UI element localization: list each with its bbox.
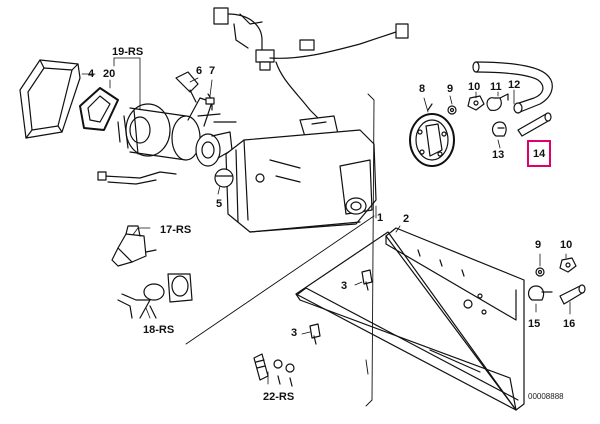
part-11-clamp	[486, 93, 509, 111]
label-part-4: 4	[88, 68, 95, 80]
part-9-washer-right	[535, 267, 545, 277]
label-part-22-rs: 22-RS	[263, 391, 295, 403]
label-part-7: 7	[209, 65, 216, 77]
cable-harness-left	[97, 171, 177, 185]
label-part-3-lower: 3	[291, 327, 298, 339]
part-10-nut-right	[559, 257, 577, 273]
blower-assembly	[117, 97, 237, 167]
part-3-screw-lower	[309, 323, 321, 345]
catalog-number: 00008888	[528, 392, 564, 401]
part-3-screw-upper	[361, 269, 373, 291]
part-1-heater-body	[225, 129, 377, 233]
part-17-relay	[111, 225, 157, 267]
label-part-14: 14	[533, 148, 546, 160]
label-part-11: 11	[490, 81, 502, 93]
label-part-9-upper: 9	[447, 83, 454, 95]
label-part-6: 6	[196, 65, 203, 77]
label-part-12: 12	[508, 79, 521, 91]
part-16-tube-right	[559, 284, 586, 305]
part-18-brackets	[117, 273, 193, 319]
part-5-knob	[214, 168, 234, 188]
label-part-17-rs: 17-RS	[160, 224, 192, 236]
label-part-8: 8	[419, 83, 426, 95]
part-10-nut	[467, 95, 485, 111]
label-part-9-lower: 9	[535, 239, 542, 251]
part-22-fasteners	[253, 353, 295, 387]
part-2-mounting-tray	[295, 227, 525, 411]
label-part-10-upper: 10	[468, 81, 481, 93]
part-8-flange	[409, 103, 455, 167]
label-part-3-upper: 3	[341, 280, 348, 292]
part-7-screw	[205, 93, 215, 111]
part-14-tube	[517, 112, 552, 137]
part-20-gasket	[79, 87, 119, 131]
group-bracket-lines	[185, 93, 375, 407]
label-part-10-lower: 10	[560, 239, 573, 251]
part-4-lens-housing	[19, 59, 81, 139]
part-6-sensor	[175, 71, 199, 103]
leader-lines-right	[395, 89, 571, 315]
label-part-16: 16	[563, 318, 576, 330]
part-15-clamp-right	[527, 285, 553, 301]
part-12-hose	[472, 61, 553, 114]
label-part-13: 13	[492, 149, 505, 161]
label-part-5: 5	[216, 198, 223, 210]
label-part-15: 15	[528, 318, 541, 330]
label-part-20: 20	[103, 68, 116, 80]
label-part-1: 1	[377, 212, 384, 224]
label-part-2: 2	[403, 213, 410, 225]
highlight-box-part-14	[527, 140, 551, 167]
top-wiring-harness	[213, 7, 409, 123]
label-part-18-rs: 18-RS	[143, 324, 175, 336]
part-9-washer	[447, 105, 457, 115]
label-part-19-rs: 19-RS	[112, 46, 144, 58]
part-13-clip	[491, 121, 507, 137]
